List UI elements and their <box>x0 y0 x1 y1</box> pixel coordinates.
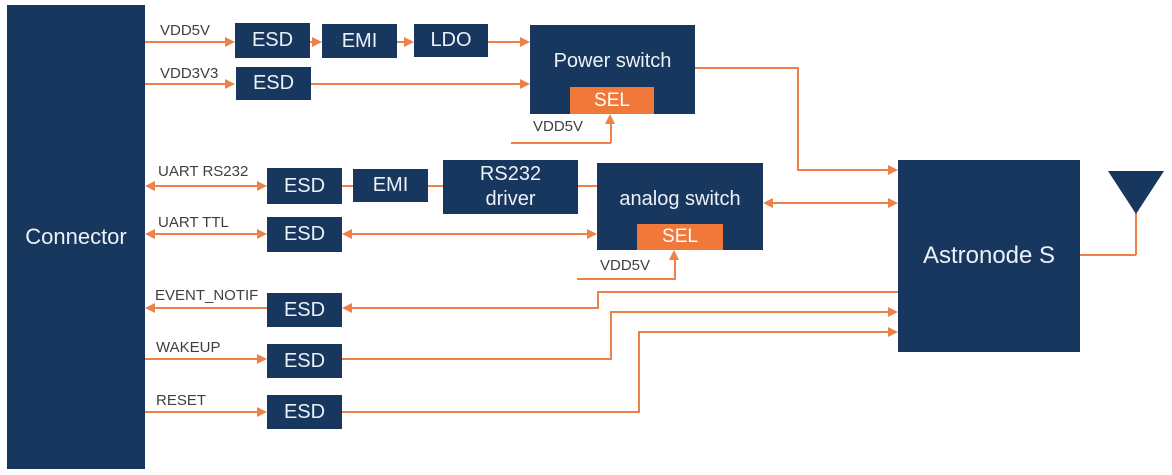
wire-event-notif-mid <box>350 306 598 310</box>
sel-label: SEL <box>594 89 630 111</box>
signal-label-uart-ttl: UART TTL <box>158 214 229 231</box>
arrowhead <box>604 114 615 124</box>
wire-event-notif-right <box>598 290 898 294</box>
arrowhead <box>257 353 267 364</box>
connector-label: Connector <box>25 224 127 249</box>
wire-analogsel-v <box>673 258 677 279</box>
wire-driver-analogswitch <box>578 184 597 188</box>
arrowhead <box>888 164 898 175</box>
arrowhead <box>145 302 155 313</box>
signal-label-analog-sel-vdd5v: VDD5V <box>600 257 651 274</box>
wire-power-out-h1 <box>695 66 798 70</box>
arrowhead <box>763 197 773 208</box>
esd-label: ESD <box>283 223 326 245</box>
signal-label-power-sel-vdd5v: VDD5V <box>533 118 584 135</box>
arrowhead <box>145 228 155 239</box>
wire-analogswitch-astronode <box>771 201 890 205</box>
arrowhead <box>888 326 898 337</box>
wire-vdd3v3 <box>145 82 227 86</box>
wire-antenna-v <box>1134 213 1138 255</box>
esd-block-uart-ttl: ESD <box>267 217 342 252</box>
esd-label: ESD <box>283 174 326 197</box>
arrowhead <box>888 197 898 208</box>
esd-block-wakeup: ESD <box>267 344 342 378</box>
arrowhead <box>257 180 267 191</box>
ldo-label: LDO <box>430 29 472 51</box>
arrowhead <box>312 36 322 47</box>
wire-wakeup-v <box>609 310 613 361</box>
wire-emi-driver <box>428 184 443 188</box>
emi-label: EMI <box>372 174 409 196</box>
wire-power-out-v <box>796 66 800 171</box>
wire-ldo-powerswitch <box>488 40 522 44</box>
esd-block-vdd5v: ESD <box>235 23 310 58</box>
emi-block-vdd5v: EMI <box>322 24 397 58</box>
wire-wakeup-mid <box>342 357 611 361</box>
power-switch-label: Power switch <box>553 50 672 72</box>
wire-wakeup-right <box>610 310 890 314</box>
wire-emi-ldo <box>397 40 406 44</box>
esd-label: ESD <box>251 29 294 51</box>
wire-esd-emi-rs232 <box>342 184 353 188</box>
wire-event-notif-v <box>596 290 600 310</box>
esd-block-reset: ESD <box>267 395 342 429</box>
arrowhead <box>587 228 597 239</box>
signal-label-uart-rs232: UART RS232 <box>158 163 249 180</box>
wire-vdd5v <box>145 40 227 44</box>
wire-event-notif-left <box>153 306 267 310</box>
analog-switch-label: analog switch <box>619 188 741 210</box>
wire-analogsel-h <box>577 277 676 281</box>
wire-uart-ttl-right <box>350 232 589 236</box>
emi-label: EMI <box>341 29 378 52</box>
arrowhead <box>520 36 530 47</box>
ldo-block: LDO <box>414 24 488 57</box>
arrowhead <box>257 406 267 417</box>
esd-block-vdd3v3: ESD <box>236 67 311 100</box>
esd-label: ESD <box>283 298 326 321</box>
esd-block-uart-rs232: ESD <box>267 168 342 204</box>
arrowhead <box>145 180 155 191</box>
rs232-driver-label-line2: driver <box>485 188 536 210</box>
arrowhead <box>520 78 530 89</box>
rs232-driver-label-line1: RS232 <box>479 163 542 185</box>
wire-power-out-h2 <box>797 168 890 172</box>
wire-antenna-h <box>1080 253 1136 257</box>
power-switch-sel-pin: SEL <box>570 87 654 114</box>
signal-label-vdd5v: VDD5V <box>160 22 211 39</box>
emi-block-uart-rs232: EMI <box>353 169 428 202</box>
connector-block: Connector <box>7 5 145 469</box>
arrowhead <box>342 228 352 239</box>
arrowhead <box>342 302 352 313</box>
arrowhead <box>225 36 235 47</box>
analog-switch-sel-pin: SEL <box>637 224 723 250</box>
antenna-icon <box>1108 171 1164 214</box>
signal-label-wakeup: WAKEUP <box>156 339 221 356</box>
sel-label: SEL <box>662 226 698 247</box>
signal-label-vdd3v3: VDD3V3 <box>160 65 219 82</box>
astronode-block: Astronode S <box>898 160 1080 352</box>
arrowhead <box>668 250 679 260</box>
esd-label: ESD <box>252 72 295 94</box>
astronode-label: Astronode S <box>922 242 1056 269</box>
wire-esd-powerswitch <box>311 82 522 86</box>
arrowhead <box>257 228 267 239</box>
arrowhead <box>888 306 898 317</box>
wire-reset-left <box>145 410 259 414</box>
wire-reset-mid <box>342 410 639 414</box>
wire-uart-rs232 <box>153 184 259 188</box>
esd-label: ESD <box>283 349 326 372</box>
arrowhead <box>225 78 235 89</box>
wire-wakeup-left <box>145 357 259 361</box>
wire-powersel-h <box>511 141 611 145</box>
wire-powersel-v <box>609 122 613 143</box>
signal-label-reset: RESET <box>156 392 207 409</box>
wire-uart-ttl-left <box>153 232 259 236</box>
signal-label-event-notif: EVENT_NOTIF <box>155 287 259 304</box>
arrowhead <box>404 36 414 47</box>
wire-reset-right <box>638 330 890 334</box>
wire-reset-v <box>637 330 641 414</box>
esd-label: ESD <box>283 400 326 423</box>
esd-block-event-notif: ESD <box>267 293 342 327</box>
rs232-driver-block: RS232 driver <box>443 160 578 214</box>
